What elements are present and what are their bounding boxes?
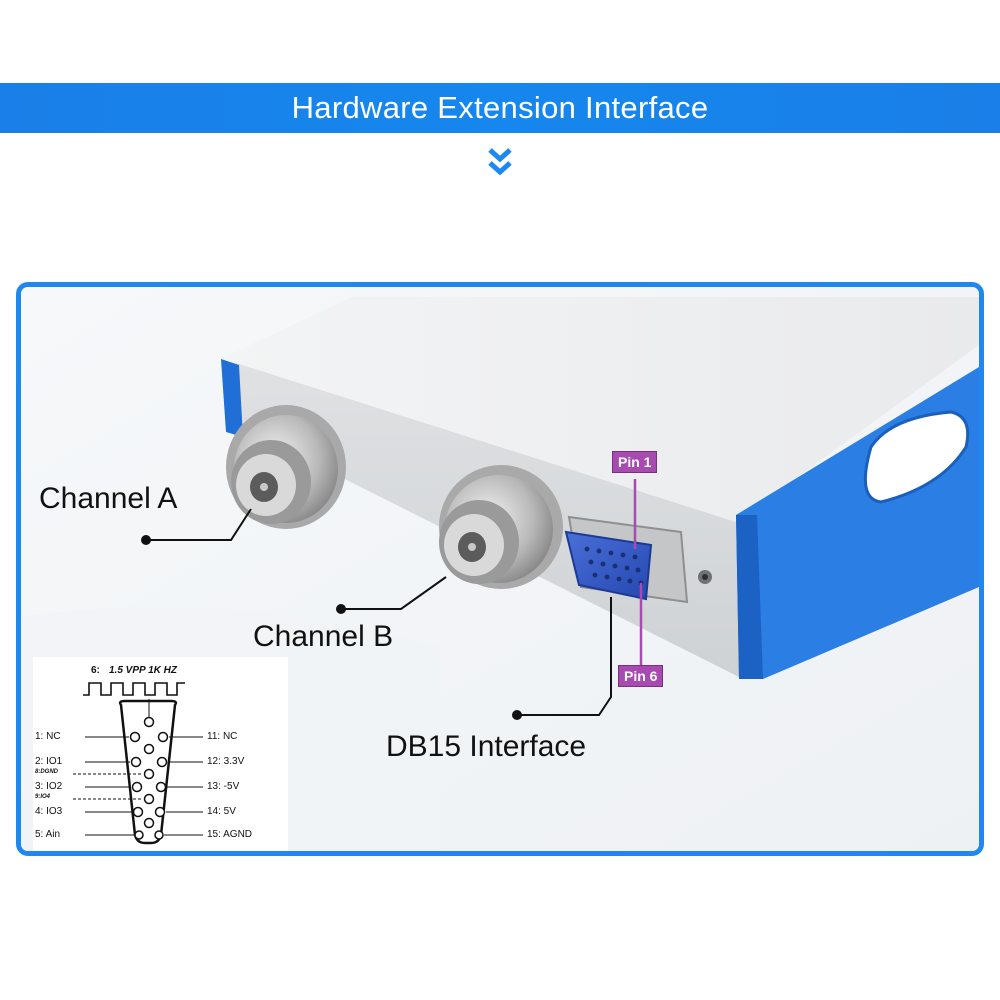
pin-label-3: 3: IO2 [35,781,63,792]
db15-interface-label: DB15 Interface [386,730,587,763]
double-chevron-down-icon [488,148,512,176]
pin-label-9: 9:IO4 [35,794,51,800]
header-banner: Hardware Extension Interface [0,83,1000,133]
signal-description: 1.5 VPP 1K HZ [109,665,177,676]
pinout-connector-drawing [73,682,203,845]
pin-6-tag: Pin 6 [618,665,664,687]
pin-label-13: 13: -5V [207,781,240,792]
pin-label-15: 15: AGND [207,829,253,840]
page-title: Hardware Extension Interface [291,90,709,125]
channel-a-label: Channel A [39,482,178,515]
pin-1-tag: Pin 1 [612,451,658,473]
pin-label-4: 4: IO3 [35,806,63,817]
channel-b-label: Channel B [253,620,394,653]
pin-label-14: 14: 5V [207,806,236,817]
pin-label-2: 2: IO1 [35,756,63,767]
pin-label-5: 5: Ain [35,829,61,840]
product-photo-frame: Channel A Channel B DB15 Interface Pin 1… [16,282,984,856]
pin-label-8: 8:DGND [35,769,59,775]
pin-label-11: 11: NC [207,731,238,742]
db15-pinout-diagram: 6: 1.5 VPP 1K HZ 1: NC 2: IO1 8:DGND 3: … [33,657,288,851]
pin-label-12: 12: 3.3V [207,756,245,767]
pin-label-1: 1: NC [35,731,61,742]
signal-pin-number: 6: [91,665,100,676]
